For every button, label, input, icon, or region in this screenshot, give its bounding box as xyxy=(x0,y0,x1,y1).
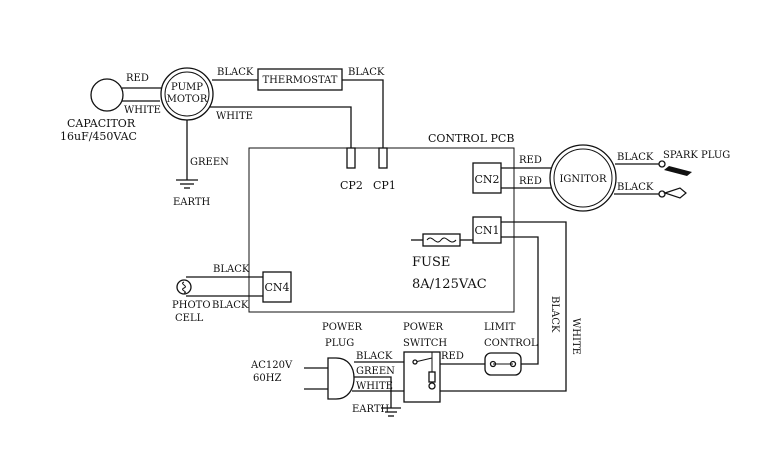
thermostat-label: THERMOSTAT xyxy=(263,75,338,86)
power-switch-label-1: POWER xyxy=(403,322,444,333)
earth-ground-icon xyxy=(176,179,198,189)
cn1-connector: CN1 xyxy=(472,216,502,244)
label-plug-green: GREEN xyxy=(356,366,395,377)
power-plug-label-2: PLUG xyxy=(325,338,354,349)
wire-cn1-plug xyxy=(440,221,567,392)
fuse-label: FUSE xyxy=(412,255,450,270)
power-plug-icon xyxy=(304,357,355,400)
limit-control-label-1: LIMIT xyxy=(484,322,516,333)
power-switch-label-2: SWITCH xyxy=(403,338,447,349)
capacitor: CAPACITOR 16uF/450VAC xyxy=(60,78,137,143)
label-motor-black: BLACK xyxy=(217,67,254,78)
wire-plug-green xyxy=(354,376,392,408)
cn1-label: CN1 xyxy=(474,224,499,237)
label-thermostat-black: BLACK xyxy=(348,67,385,78)
earth-motor-label: EARTH xyxy=(173,197,211,208)
cn2-label: CN2 xyxy=(474,173,499,186)
label-ignitor-black-top: BLACK xyxy=(617,152,654,163)
label-switch-red: RED xyxy=(441,351,464,362)
label-plug-white: WHITE xyxy=(356,381,393,392)
label-plug-black: BLACK xyxy=(356,351,393,362)
cn4-label: CN4 xyxy=(264,281,289,294)
cn2-connector: CN2 xyxy=(472,162,502,194)
ignitor: IGNITOR xyxy=(549,144,617,212)
cp2-label: CP2 xyxy=(340,179,363,192)
pump-motor: PUMP MOTOR xyxy=(160,67,214,121)
limit-control-label-2: CONTROL xyxy=(484,338,538,349)
spark-plug-label: SPARK PLUG xyxy=(663,150,730,161)
label-motor-green: GREEN xyxy=(190,157,229,168)
supply-voltage: AC120V xyxy=(250,360,293,371)
cp1-label: CP1 xyxy=(373,179,396,192)
fuse-icon xyxy=(422,233,461,247)
label-cap-red: RED xyxy=(126,73,149,84)
fuse-rating: 8A/125VAC xyxy=(412,277,487,292)
wire-cn1-limit xyxy=(501,236,539,365)
label-ignitor-black-bottom: BLACK xyxy=(617,182,654,193)
label-cn4-black-top: BLACK xyxy=(213,264,250,275)
power-switch-icon xyxy=(403,351,441,403)
wire-motor-cp2 xyxy=(209,106,352,148)
wire-thermostat-cp1 xyxy=(342,79,384,148)
label-motor-white: WHITE xyxy=(216,111,253,122)
ignitor-label: IGNITOR xyxy=(559,174,607,185)
supply-frequency: 60HZ xyxy=(253,373,281,384)
photo-cell-icon xyxy=(176,279,192,295)
cn4-connector: CN4 xyxy=(262,271,292,303)
label-cn1-white: WHITE xyxy=(570,318,581,355)
label-cn2-red-top: RED xyxy=(519,155,542,166)
earth-plug-label: EARTH xyxy=(352,404,390,415)
photo-cell-label-1: PHOTO xyxy=(172,300,211,311)
capacitor-label: CAPACITOR xyxy=(67,117,136,130)
label-cn1-black: BLACK xyxy=(549,296,560,333)
thermostat: THERMOSTAT xyxy=(257,68,343,91)
label-cap-white: WHITE xyxy=(124,105,161,116)
pump-motor-label-1: PUMP xyxy=(171,82,203,93)
limit-control-icon xyxy=(484,352,522,376)
pump-motor-label-2: MOTOR xyxy=(167,94,208,105)
label-cn2-red-bottom: RED xyxy=(519,176,542,187)
spark-plug-icon xyxy=(658,160,692,199)
power-plug-label-1: POWER xyxy=(322,322,363,333)
photo-cell-label-2: CELL xyxy=(175,313,204,324)
cp1-terminal xyxy=(378,147,388,169)
earth-ground-icon xyxy=(381,407,401,417)
label-cn4-black-bottom: BLACK xyxy=(212,300,249,311)
cp2-terminal xyxy=(346,147,356,169)
control-pcb-label: CONTROL PCB xyxy=(428,132,514,145)
capacitor-rating: 16uF/450VAC xyxy=(60,130,137,143)
